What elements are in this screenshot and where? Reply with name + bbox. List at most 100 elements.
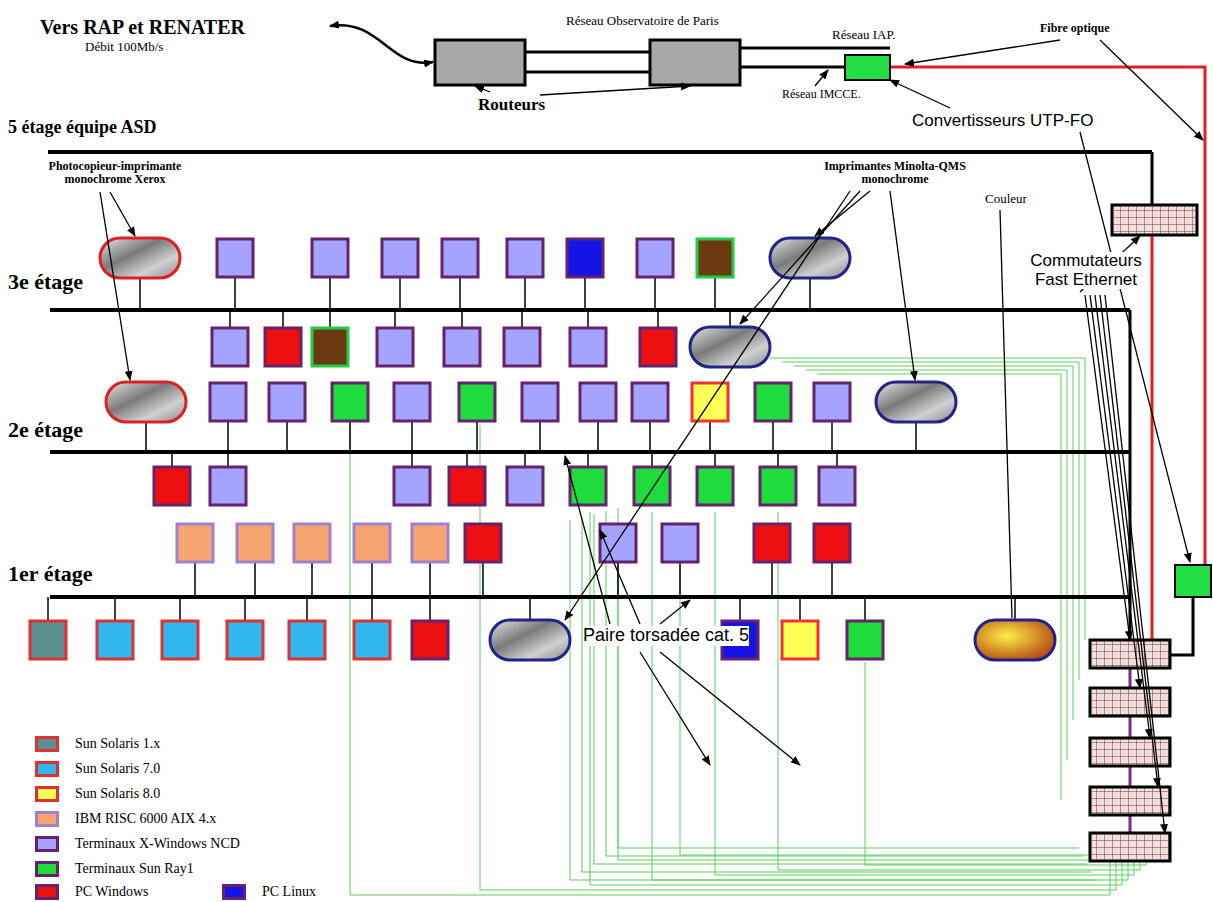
- drop-cable: [831, 563, 833, 597]
- floor-bus: [50, 595, 1130, 599]
- workstation: [227, 621, 263, 659]
- workstation: [30, 621, 66, 659]
- leader-arrow: [815, 70, 828, 86]
- annotation-label: Réseau IMCCE.: [782, 88, 861, 101]
- fiber-line: [1151, 235, 1154, 640]
- drop-cable: [229, 310, 231, 327]
- leader-arrow: [740, 191, 860, 324]
- drop-cable: [651, 452, 653, 466]
- drop-cable: [227, 422, 229, 452]
- fast-ethernet-switch: [1090, 833, 1170, 861]
- drop-cable: [524, 452, 526, 466]
- drop-cable: [772, 422, 774, 452]
- annotation-label: 2e étage: [8, 418, 83, 442]
- annotation-label: 5 étage équipe ASD: [8, 118, 157, 138]
- leader-arrow: [110, 192, 135, 236]
- legend-text: Sun Solaris 8.0: [75, 786, 160, 802]
- twisted-pair-cable: [606, 511, 1083, 856]
- legend-swatch: [35, 786, 59, 802]
- drop-cable: [139, 278, 141, 310]
- drop-cable: [587, 310, 589, 327]
- drop-cable: [286, 422, 288, 452]
- workstation: [154, 467, 190, 505]
- leader-arrow: [1100, 295, 1158, 787]
- workstation: [819, 467, 855, 505]
- legend-text: IBM RISC 6000 AIX 4.x: [75, 811, 216, 827]
- drop-cable: [836, 452, 838, 466]
- twisted-pair-cable: [652, 512, 1128, 880]
- wan-link: [330, 25, 433, 63]
- drop-cable: [171, 452, 173, 466]
- printer: [490, 620, 570, 660]
- drop-cable: [234, 278, 236, 310]
- twisted-pair-cable: [782, 362, 1079, 680]
- workstation: [212, 328, 248, 366]
- drop-cable: [729, 310, 731, 327]
- drop-cable: [864, 597, 866, 620]
- workstation: [754, 524, 790, 562]
- leader-arrow: [1105, 295, 1165, 833]
- workstation: [269, 383, 305, 421]
- workstation: [210, 467, 246, 505]
- workstation: [814, 383, 850, 421]
- drop-cable: [799, 597, 801, 620]
- workstation: [394, 467, 430, 505]
- twisted-pair-cable: [794, 366, 1073, 720]
- workstation: [570, 328, 606, 366]
- workstation: [354, 524, 390, 562]
- drop-cable: [679, 563, 681, 597]
- leader-arrow: [1085, 295, 1130, 640]
- workstation: [162, 621, 198, 659]
- workstation: [217, 239, 253, 277]
- drop-cable: [411, 452, 413, 466]
- uplink: [1170, 597, 1193, 655]
- twisted-pair-cable: [594, 514, 1087, 864]
- drop-cable: [254, 563, 256, 597]
- workstation: [354, 621, 390, 659]
- legend-text: Terminaux X-Windows NCD: [75, 836, 240, 852]
- workstation: [294, 524, 330, 562]
- annotation-label: Réseau IAP.: [832, 28, 896, 42]
- leader-arrow: [905, 40, 1060, 64]
- drop-cable: [657, 310, 659, 327]
- drop-cable: [329, 278, 331, 310]
- drop-cable: [371, 597, 373, 620]
- leader-arrow: [540, 86, 690, 95]
- drop-cable: [649, 422, 651, 452]
- drop-cable: [114, 597, 116, 620]
- drop-cable: [809, 278, 811, 310]
- drop-cable: [476, 422, 478, 452]
- workstation: [504, 328, 540, 366]
- workstation: [412, 524, 448, 562]
- workstation: [265, 328, 301, 366]
- uplink: [1151, 152, 1154, 205]
- workstation: [755, 383, 791, 421]
- annotation-label: Couleur: [985, 192, 1027, 206]
- workstation: [312, 328, 348, 366]
- drop-cable: [539, 422, 541, 452]
- workstation: [444, 328, 480, 366]
- twisted-pair-cable: [618, 567, 1152, 862]
- drop-cable: [777, 452, 779, 466]
- printer: [106, 382, 186, 422]
- drop-cable: [411, 422, 413, 452]
- drop-cable: [1014, 597, 1016, 620]
- leader-arrow: [660, 652, 800, 765]
- annotation-label: Réseau Observatoire de Paris: [566, 14, 719, 28]
- annotation-label: Imprimantes Minolta-QMS monochrome: [820, 160, 970, 186]
- drop-cable: [311, 563, 313, 597]
- workstation: [237, 524, 273, 562]
- fast-ethernet-switch: [1112, 205, 1197, 235]
- legend-swatch: [222, 884, 246, 900]
- drop-cable: [466, 452, 468, 466]
- workstation: [177, 524, 213, 562]
- annotation-label: Paire torsadée cat. 5: [583, 626, 749, 646]
- drop-cable: [329, 310, 331, 327]
- annotation-label: Fibre optique: [1040, 22, 1109, 35]
- printer: [690, 327, 770, 367]
- annotation-label: Photocopieur-imprimante monochrome Xerox: [40, 160, 190, 186]
- router-link: [525, 51, 650, 54]
- drop-cable: [529, 597, 531, 620]
- printer: [100, 238, 180, 278]
- fast-ethernet-switch: [1090, 787, 1170, 815]
